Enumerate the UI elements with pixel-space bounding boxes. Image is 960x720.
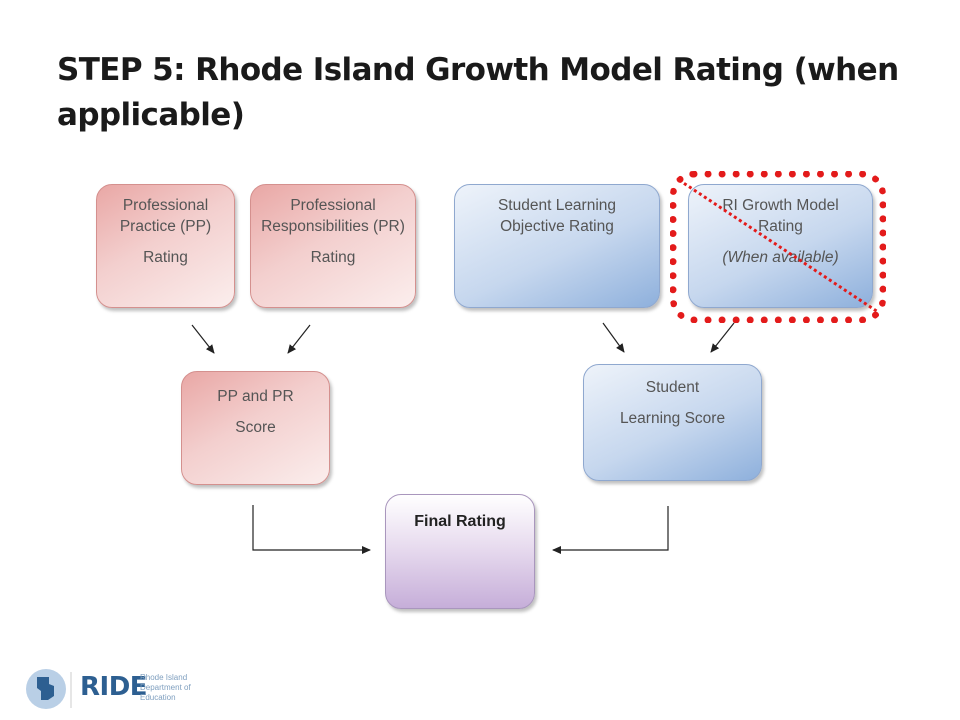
arrow-learning-to-final: [552, 506, 669, 554]
arrow-pp-to-score: [191, 324, 215, 354]
ride-logo-emblem: [26, 669, 72, 709]
arrow-pr-to-score: [287, 324, 311, 354]
arrow-slo-to-learning: [602, 322, 625, 353]
final-rating-box: Final Rating: [385, 494, 535, 609]
ride-logo-text: RIDE: [80, 672, 148, 702]
pr-rating-sublabel: Rating: [310, 249, 356, 266]
rhode-island-shape-icon: [37, 677, 54, 700]
ride-logo-subtitle: Rhode Island Department of Education: [140, 673, 191, 702]
pp-pr-score-box: PP and PR Score: [181, 371, 330, 485]
pr-rating-label: Professional Responsibilities (PR): [261, 197, 405, 235]
final-rating-label: Final Rating: [414, 513, 506, 530]
pp-pr-score-label: PP and PR: [217, 388, 294, 405]
growth-model-availability-note: (When available): [722, 249, 839, 266]
pp-rating-sublabel: Rating: [143, 249, 188, 266]
slo-rating-label: Student Learning Objective Rating: [497, 197, 617, 235]
pp-rating-label: Professional Practice (PP): [119, 197, 212, 235]
highlight-frame: [670, 171, 886, 323]
student-learning-score-sublabel: Learning Score: [619, 410, 726, 427]
student-learning-score-label: Student: [645, 379, 700, 396]
pp-pr-score-sublabel: Score: [235, 419, 276, 436]
arrow-score-to-final: [252, 505, 371, 554]
pr-rating-box: Professional Responsibilities (PR) Ratin…: [250, 184, 416, 308]
slo-rating-box: Student Learning Objective Rating: [454, 184, 660, 308]
pp-rating-box: Professional Practice (PP) Rating: [96, 184, 235, 308]
growth-model-rating-label: RI Growth Model Rating: [722, 197, 839, 235]
page-title: STEP 5: Rhode Island Growth Model Rating…: [57, 52, 899, 133]
student-learning-score-box: Student Learning Score: [583, 364, 762, 481]
arrow-growth-to-learning: [710, 322, 735, 353]
growth-model-rating-box: RI Growth Model Rating (When available): [688, 184, 873, 308]
strike-line: [678, 178, 879, 314]
